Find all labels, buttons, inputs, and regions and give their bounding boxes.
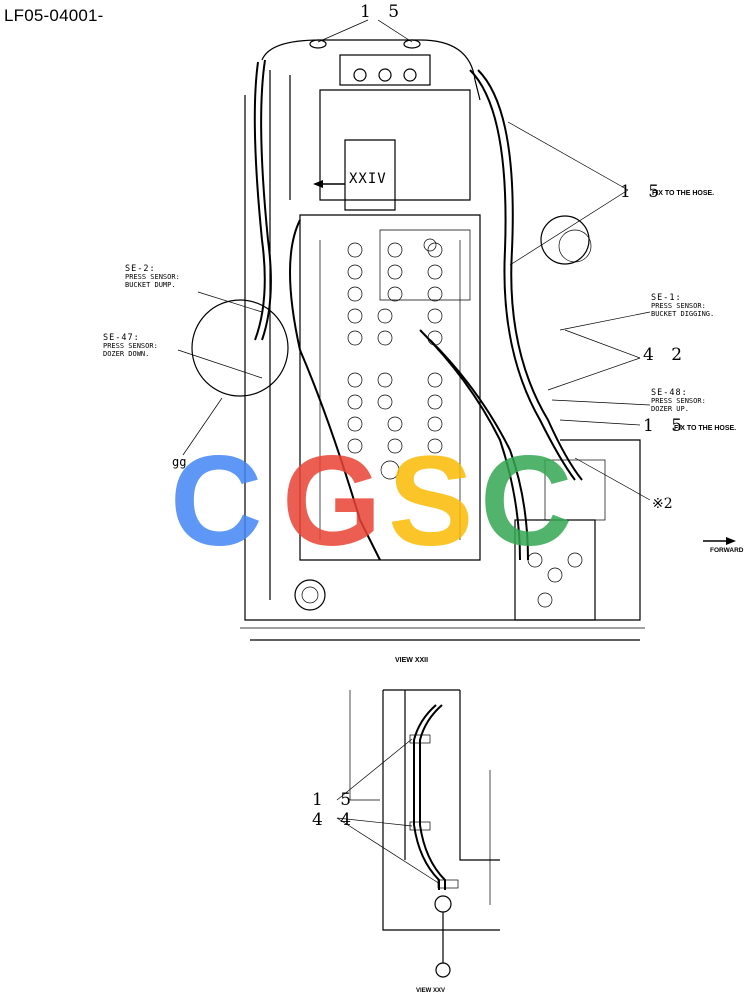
callout-42: 4 2 — [643, 345, 689, 365]
valve-ports — [347, 238, 443, 480]
view-arrow — [313, 180, 345, 188]
lower-callout-15: 1 5 — [312, 790, 358, 810]
callout-15-fix2-note: FIX TO THE HOSE. — [674, 425, 737, 432]
callout-x2: ※2 — [652, 496, 673, 512]
document-code: LF05-04001- — [4, 6, 104, 25]
callout-15-fix: 1 5 — [620, 182, 666, 202]
leader-lines — [177, 19, 651, 501]
upper-view-caption: VIEW XXII — [395, 657, 429, 664]
watermark-letter-c1: C — [170, 430, 262, 573]
watermark: C G S C — [170, 430, 572, 573]
sensor-se1: SE-1: PRESS SENSOR: BUCKET DIGGING. — [651, 293, 715, 318]
callout-15-fix-note: FIX TO THE HOSE. — [652, 190, 715, 197]
sensor-se47: SE-47: PRESS SENSOR: DOZER DOWN. — [103, 333, 158, 358]
forward-label: FORWARD — [710, 547, 744, 554]
upper-view-frame — [240, 39, 645, 641]
forward-arrow — [703, 537, 736, 545]
callout-gg: gg — [172, 455, 187, 469]
sensor-se2: SE-2: PRESS SENSOR: BUCKET DUMP. — [125, 264, 180, 289]
lower-callout-44: 4 4 — [312, 810, 358, 830]
lower-view-caption: VIEW XXV — [416, 988, 446, 994]
control-block — [514, 459, 606, 621]
top-fittings — [309, 39, 431, 86]
watermark-letter-s: S — [388, 430, 473, 573]
side-tanks — [191, 215, 592, 611]
lower-view — [336, 689, 500, 978]
callout-15-top: 1 5 — [360, 2, 406, 22]
watermark-letter-c2: C — [480, 430, 572, 573]
callout-15-fix2: 1 5 — [643, 416, 689, 436]
hoses — [253, 59, 583, 561]
watermark-letter-g: G — [282, 430, 382, 573]
sensor-se48: SE-48: PRESS SENSOR: DOZER UP. — [651, 388, 706, 413]
view-arrow-label: XXIV — [349, 171, 387, 187]
